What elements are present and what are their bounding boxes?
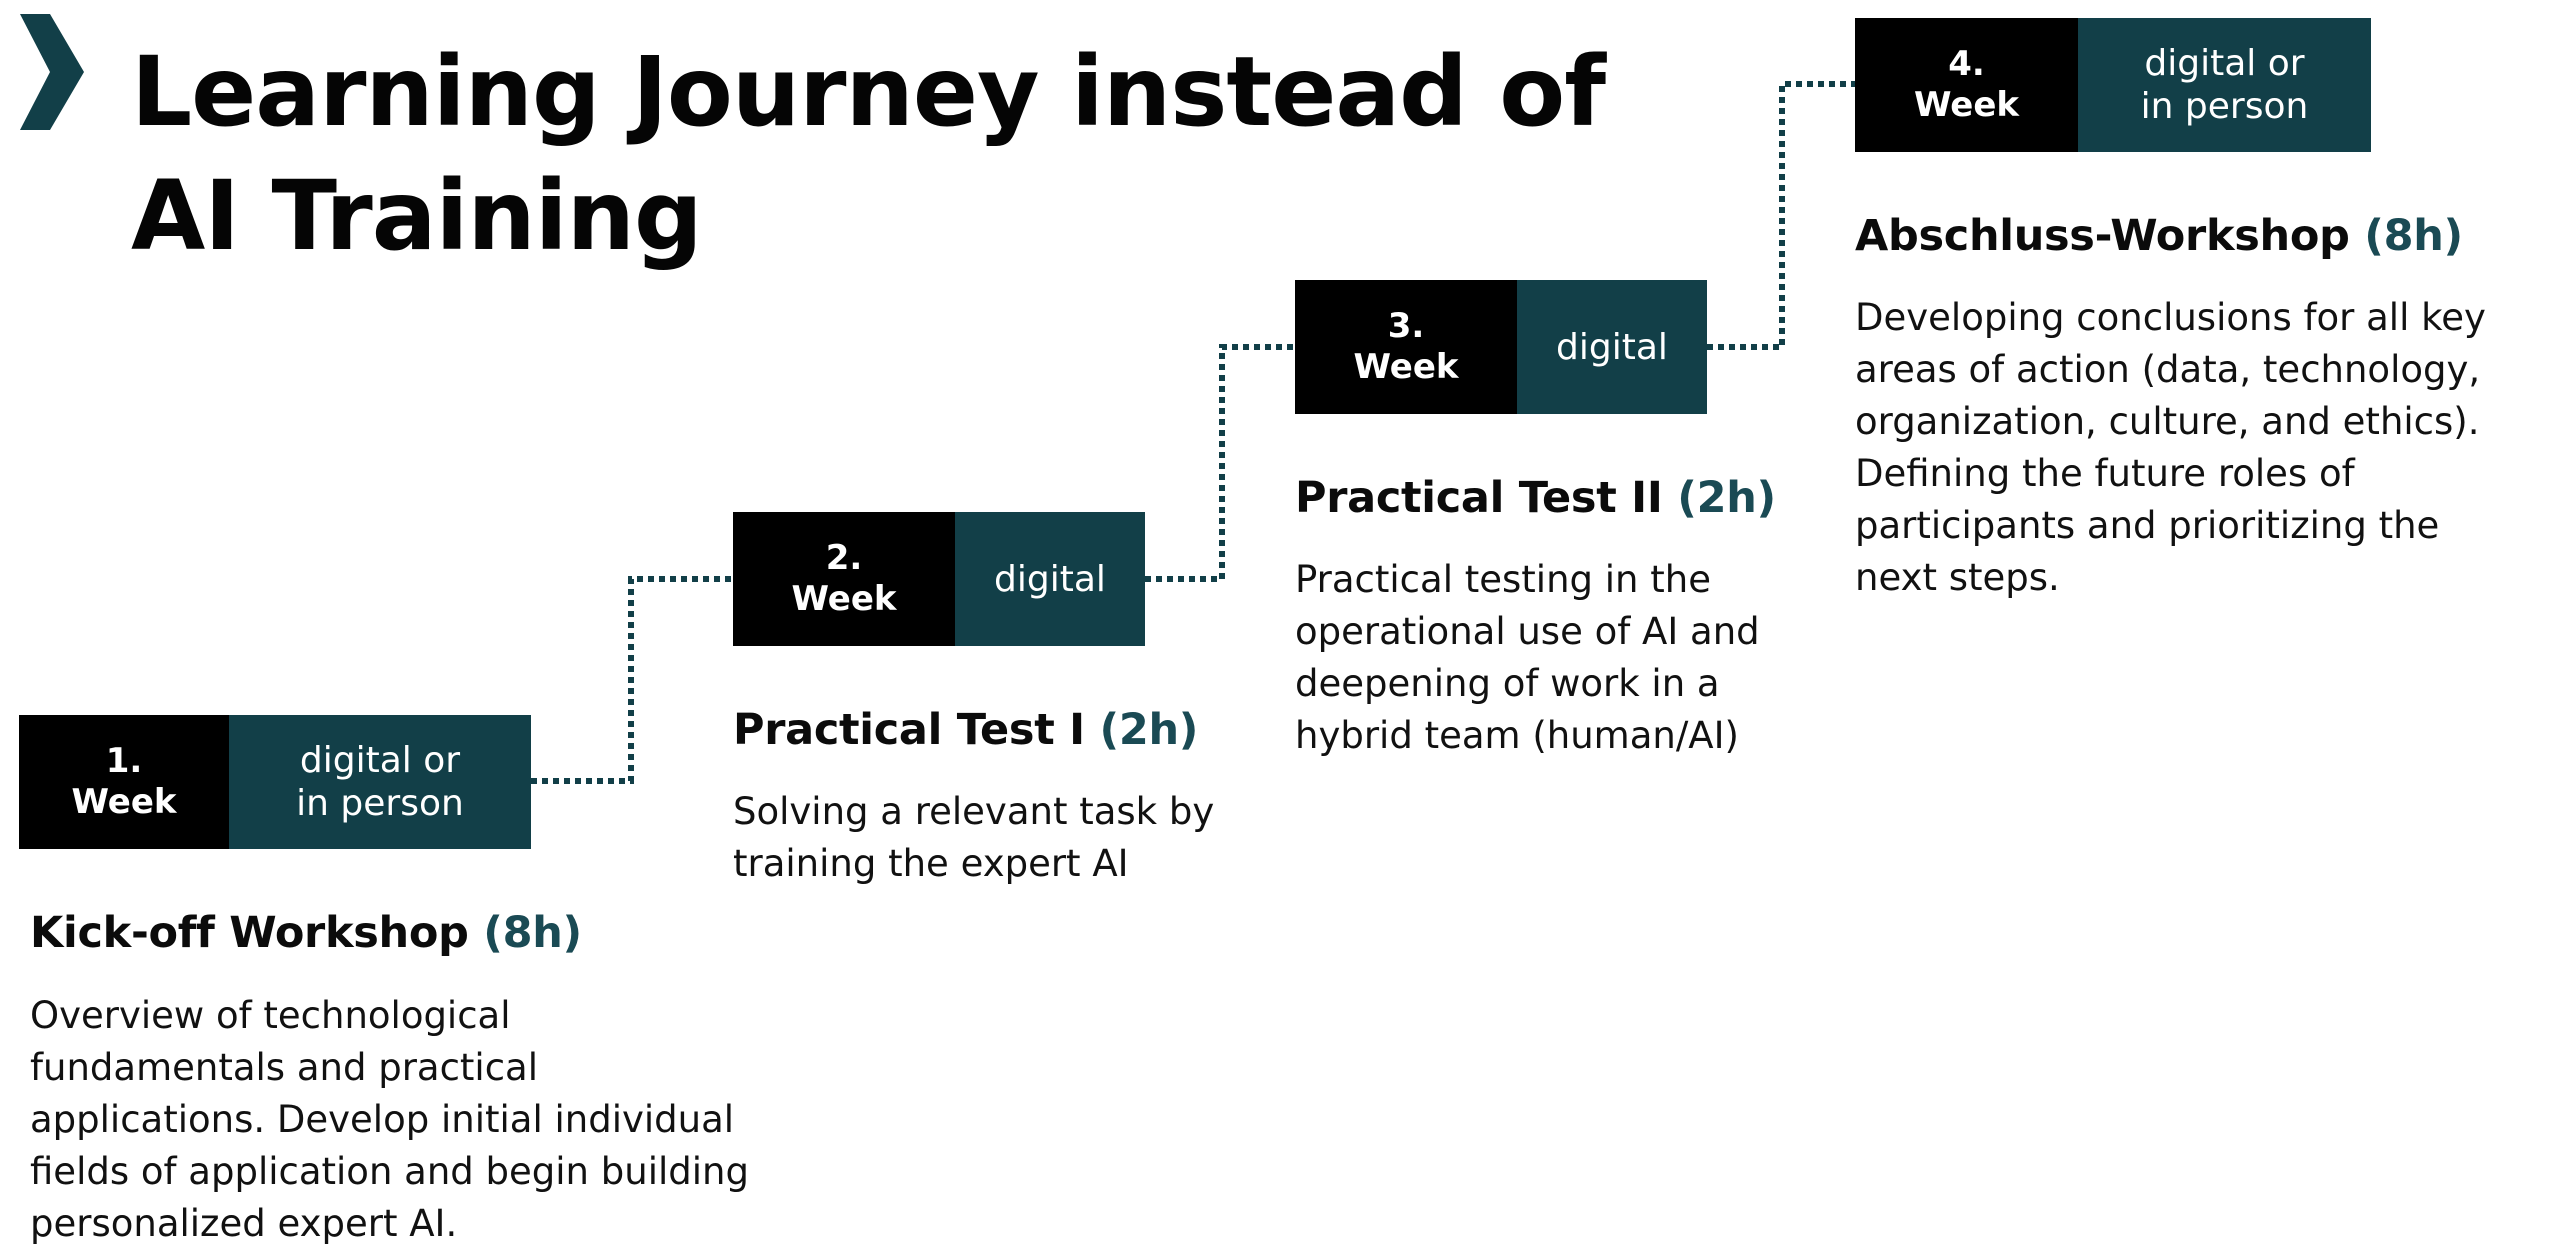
step-1-heading: Kick-off Workshop (8h) xyxy=(30,905,582,961)
step-1-desc-line: Overview of technological xyxy=(30,994,511,1037)
connector-1-2 xyxy=(531,576,733,784)
step-4-mode-line-2: in person xyxy=(2140,86,2309,127)
step-4-box: 4. Week digital or in person xyxy=(1855,18,2371,152)
step-1-title: Kick-off Workshop xyxy=(30,908,469,958)
step-4-desc-line: areas of action (data, technology, xyxy=(1855,348,2481,391)
step-4-heading: Abschluss-Workshop (8h) xyxy=(1855,208,2463,264)
step-3-mode: digital xyxy=(1517,280,1707,414)
step-1-mode: digital or in person xyxy=(229,715,531,849)
step-4-week-number: 4. xyxy=(1948,44,1985,84)
step-2-week: 2. Week xyxy=(733,512,955,646)
step-1-desc-line: applications. Develop initial individual xyxy=(30,1098,735,1141)
step-3-hours: (2h) xyxy=(1677,473,1776,523)
step-2-week-number: 2. xyxy=(825,538,863,578)
step-1-desc-line: personalized expert AI. xyxy=(30,1202,458,1245)
step-4-hours: (8h) xyxy=(2364,211,2463,261)
step-3-desc-line: deepening of work in a xyxy=(1295,662,1720,705)
step-2-box: 2. Week digital xyxy=(733,512,1145,646)
step-1-week-label: Week xyxy=(71,782,177,822)
step-2-desc-line: Solving a relevant task by xyxy=(733,790,1215,833)
step-2-description: Solving a relevant task by training the … xyxy=(733,786,1214,890)
step-4-mode-line-1: digital or xyxy=(2144,43,2305,84)
step-3-desc-line: operational use of AI and xyxy=(1295,610,1760,653)
step-2-desc-line: training the expert AI xyxy=(733,842,1129,885)
step-2-heading: Practical Test I (2h) xyxy=(733,702,1198,758)
step-1-mode-line-2: in person xyxy=(296,783,464,824)
step-3-week-number: 3. xyxy=(1387,306,1425,346)
page-title: Learning Journey instead of AI Training xyxy=(131,30,1606,278)
step-1-desc-line: fields of application and begin building xyxy=(30,1150,749,1193)
title-line-2: AI Training xyxy=(131,160,703,272)
step-3-week-label: Week xyxy=(1353,347,1459,387)
step-2-hours: (2h) xyxy=(1099,705,1199,755)
title-line-1: Learning Journey instead of xyxy=(131,36,1606,148)
step-4-week: 4. Week xyxy=(1855,18,2078,152)
step-4-desc-line: organization, culture, and ethics). xyxy=(1855,400,2480,443)
step-3-title: Practical Test II xyxy=(1295,473,1663,523)
step-3-desc-line: Practical testing in the xyxy=(1295,558,1711,601)
step-3-mode-line-1: digital xyxy=(1556,326,1668,368)
step-1-week: 1. Week xyxy=(19,715,229,849)
step-3-desc-line: hybrid team (human/AI) xyxy=(1295,714,1739,757)
step-1-hours: (8h) xyxy=(483,908,582,958)
step-3-week: 3. Week xyxy=(1295,280,1517,414)
step-4-description: Developing conclusions for all key areas… xyxy=(1855,292,2486,604)
connector-3-4 xyxy=(1707,81,1855,350)
step-2-mode: digital xyxy=(955,512,1145,646)
step-2-week-label: Week xyxy=(791,579,897,619)
step-1-desc-line: fundamentals and practical xyxy=(30,1046,539,1089)
step-4-desc-line: next steps. xyxy=(1855,556,2060,599)
step-1-description: Overview of technological fundamentals a… xyxy=(30,990,749,1250)
step-4-desc-line: participants and prioritizing the xyxy=(1855,504,2440,547)
step-4-mode: digital or in person xyxy=(2078,18,2371,152)
step-4-week-label: Week xyxy=(1913,85,2020,125)
step-1-week-number: 1. xyxy=(105,741,143,781)
step-2-title: Practical Test I xyxy=(733,705,1085,755)
chevron-right-icon xyxy=(20,14,84,130)
step-1-box: 1. Week digital or in person xyxy=(19,715,531,849)
step-1-mode-line-1: digital or xyxy=(299,740,461,781)
connector-2-3 xyxy=(1145,344,1295,582)
step-3-description: Practical testing in the operational use… xyxy=(1295,554,1760,762)
step-3-heading: Practical Test II (2h) xyxy=(1295,470,1776,526)
step-4-title: Abschluss-Workshop xyxy=(1855,211,2350,261)
step-4-desc-line: Defining the future roles of xyxy=(1855,452,2355,495)
step-3-box: 3. Week digital xyxy=(1295,280,1707,414)
step-2-mode-line-1: digital xyxy=(994,558,1106,600)
step-4-desc-line: Developing conclusions for all key xyxy=(1855,296,2486,339)
